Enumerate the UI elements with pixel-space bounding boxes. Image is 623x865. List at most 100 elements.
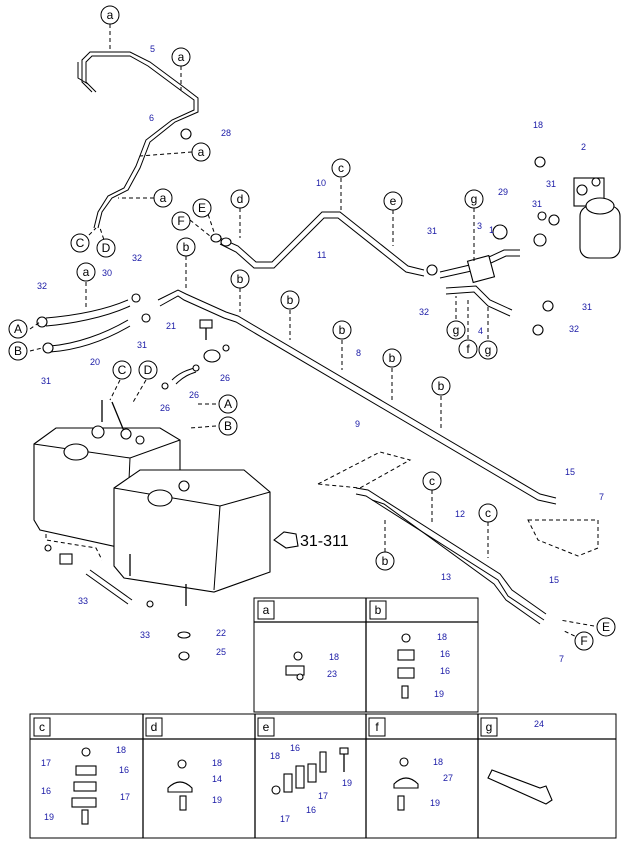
svg-text:a: a: [83, 265, 90, 279]
svg-text:B: B: [14, 344, 22, 358]
svg-text:a: a: [263, 603, 270, 617]
svg-text:6: 6: [149, 113, 154, 123]
svg-text:20: 20: [90, 357, 100, 367]
svg-text:19: 19: [44, 812, 54, 822]
svg-text:b: b: [438, 379, 445, 393]
svg-text:c: c: [338, 161, 344, 175]
svg-text:a: a: [198, 145, 205, 159]
svg-text:16: 16: [306, 805, 316, 815]
svg-text:E: E: [198, 201, 206, 215]
fuel-line-12-13: [355, 487, 547, 625]
svg-text:27: 27: [443, 773, 453, 783]
svg-text:31: 31: [532, 199, 542, 209]
svg-text:7: 7: [599, 492, 604, 502]
svg-text:11: 11: [317, 250, 326, 260]
svg-text:b: b: [287, 293, 294, 307]
svg-text:f: f: [375, 720, 379, 734]
svg-text:B: B: [224, 419, 232, 433]
svg-text:g: g: [453, 323, 460, 337]
svg-text:18: 18: [533, 120, 543, 130]
svg-text:4: 4: [478, 326, 483, 336]
svg-text:17: 17: [318, 791, 328, 801]
svg-text:C: C: [76, 236, 85, 250]
svg-text:a: a: [178, 50, 185, 64]
svg-text:16: 16: [440, 649, 450, 659]
svg-text:18: 18: [329, 652, 339, 662]
svg-text:b: b: [375, 603, 382, 617]
upper-fuel-line-5-6: [77, 51, 199, 229]
svg-text:19: 19: [342, 778, 352, 788]
svg-text:A: A: [224, 397, 232, 411]
svg-text:9: 9: [355, 419, 360, 429]
svg-text:10: 10: [316, 178, 326, 188]
svg-text:g: g: [471, 192, 478, 206]
svg-text:32: 32: [569, 324, 579, 334]
svg-text:26: 26: [189, 390, 199, 400]
svg-text:24: 24: [534, 719, 544, 729]
svg-text:f: f: [466, 342, 470, 356]
svg-text:19: 19: [430, 798, 440, 808]
svg-text:16: 16: [290, 743, 300, 753]
svg-text:16: 16: [119, 765, 129, 775]
detail-box-a-b: a b 18 23 18 16 16 19: [253, 597, 479, 713]
svg-text:1: 1: [489, 225, 494, 235]
svg-text:31: 31: [137, 340, 147, 350]
svg-text:33: 33: [78, 596, 88, 606]
fuel-tank-right: [113, 469, 271, 593]
fuel-filter-assembly: [534, 156, 621, 259]
svg-text:e: e: [390, 194, 397, 208]
svg-text:c: c: [39, 720, 45, 734]
svg-text:18: 18: [212, 758, 222, 768]
svg-text:19: 19: [434, 689, 444, 699]
dashed-leaders: [29, 24, 595, 640]
svg-text:30: 30: [102, 268, 112, 278]
svg-text:d: d: [151, 720, 158, 734]
svg-text:e: e: [263, 720, 270, 734]
svg-text:32: 32: [132, 253, 142, 263]
svg-text:b: b: [237, 272, 244, 286]
svg-text:16: 16: [41, 786, 51, 796]
svg-text:25: 25: [216, 647, 226, 657]
dashed-outline-left: [316, 451, 412, 489]
svg-text:c: c: [485, 506, 491, 520]
svg-text:8: 8: [356, 348, 361, 358]
svg-text:13: 13: [441, 572, 451, 582]
svg-text:16: 16: [440, 666, 450, 676]
svg-text:g: g: [486, 720, 493, 734]
svg-text:F: F: [177, 214, 184, 228]
svg-text:22: 22: [216, 628, 226, 638]
svg-text:b: b: [389, 351, 396, 365]
svg-text:17: 17: [280, 814, 290, 824]
part-26-fitting: [203, 349, 221, 363]
hand-pointer-icon: [273, 531, 299, 549]
svg-text:31: 31: [427, 226, 437, 236]
svg-text:31: 31: [546, 179, 556, 189]
svg-text:E: E: [602, 620, 610, 634]
svg-text:b: b: [382, 554, 389, 568]
svg-text:31: 31: [41, 376, 51, 386]
connector-pipes-1-3-4: [426, 211, 560, 336]
svg-text:17: 17: [41, 758, 51, 768]
svg-text:18: 18: [437, 632, 447, 642]
svg-text:A: A: [14, 322, 22, 336]
svg-text:18: 18: [433, 757, 443, 767]
svg-text:5: 5: [150, 44, 155, 54]
svg-text:2: 2: [581, 142, 586, 152]
part-number-labels: 5 6 28 10 11 18 2 31 29 31 3 1 31 32 4 3…: [37, 44, 604, 664]
svg-text:23: 23: [327, 669, 337, 679]
svg-text:32: 32: [37, 281, 47, 291]
svg-text:b: b: [183, 240, 190, 254]
svg-text:18: 18: [270, 751, 280, 761]
svg-text:26: 26: [160, 403, 170, 413]
svg-text:14: 14: [212, 774, 222, 784]
svg-text:g: g: [485, 343, 492, 357]
svg-text:15: 15: [565, 467, 575, 477]
svg-text:c: c: [429, 474, 435, 488]
dashed-outline-right: [527, 519, 599, 557]
svg-text:21: 21: [166, 321, 176, 331]
part-28-clip: [180, 128, 192, 140]
fuel-line-8-9: [157, 289, 557, 505]
svg-text:32: 32: [419, 307, 429, 317]
svg-text:26: 26: [220, 373, 230, 383]
detail-box-c-g: c d e f g 18 17 16 16 17 19 18 14 19: [29, 713, 617, 839]
